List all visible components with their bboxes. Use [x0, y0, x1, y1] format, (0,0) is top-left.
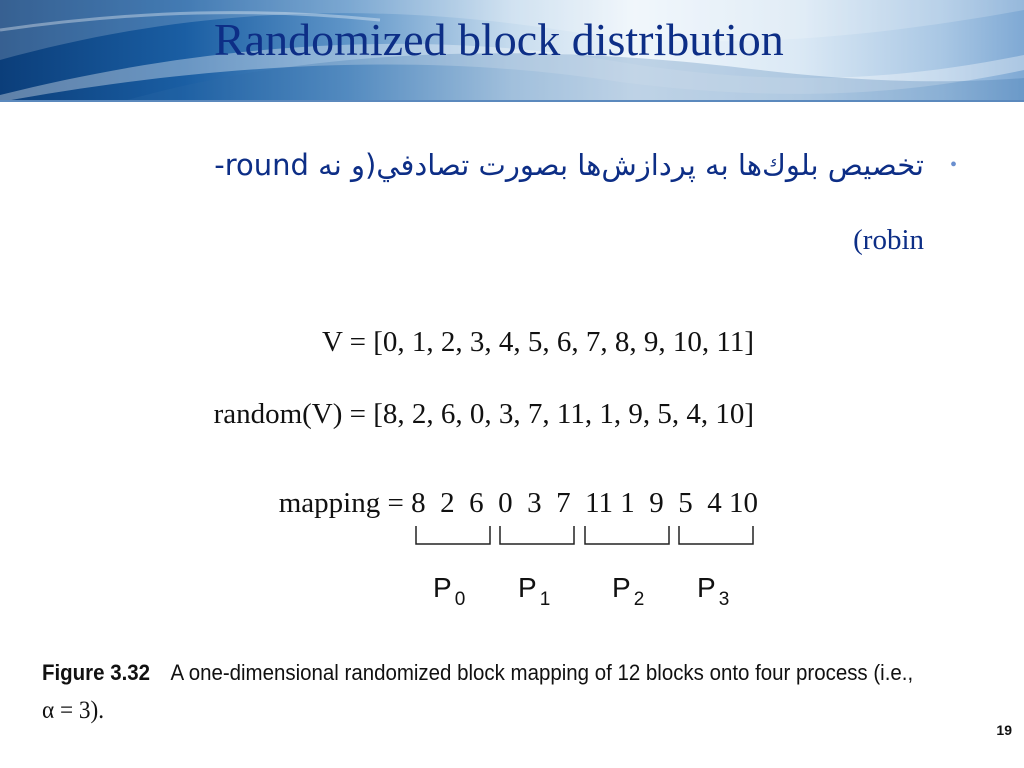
slide-title: Randomized block distribution	[214, 14, 784, 65]
bullet-text-line-1: تخصيص بلوك‌ها به پردازش‌ها بصورت تصادفي(…	[214, 148, 924, 182]
banner-bottom-rule	[0, 100, 1024, 102]
slide-number: 19	[996, 722, 1012, 738]
figure-v-line: V = [0, 1, 2, 3, 4, 5, 6, 7, 8, 9, 10, 1…	[321, 326, 754, 358]
mapping-text: mapping = 8 2 6 0 3 7 11 1 9 5 4 10	[278, 487, 758, 519]
bullet-icon: •	[950, 154, 958, 176]
caption-math: α = 3).	[42, 697, 105, 724]
title-banner	[0, 0, 1024, 102]
bracket-p0	[415, 526, 491, 545]
figure-caption: Figure 3.32 A one-dimensional randomized …	[42, 654, 926, 730]
figure-mapping-line: mapping = 8 2 6 0 3 7 11 1 9 5 4 10	[279, 485, 758, 521]
caption-label: Figure 3.32	[42, 660, 151, 685]
bullet-text-line-2: robin)	[853, 224, 924, 256]
figure-random-line: random(V) = [8, 2, 6, 0, 3, 7, 11, 1, 9,…	[213, 398, 754, 430]
process-group-brackets	[415, 526, 754, 545]
caption-text: A one-dimensional randomized block mappi…	[170, 660, 914, 685]
bracket-p2	[584, 526, 670, 545]
bracket-p3	[678, 526, 754, 545]
banner-swoosh-graphic	[0, 0, 1024, 102]
bracket-p1	[499, 526, 575, 545]
